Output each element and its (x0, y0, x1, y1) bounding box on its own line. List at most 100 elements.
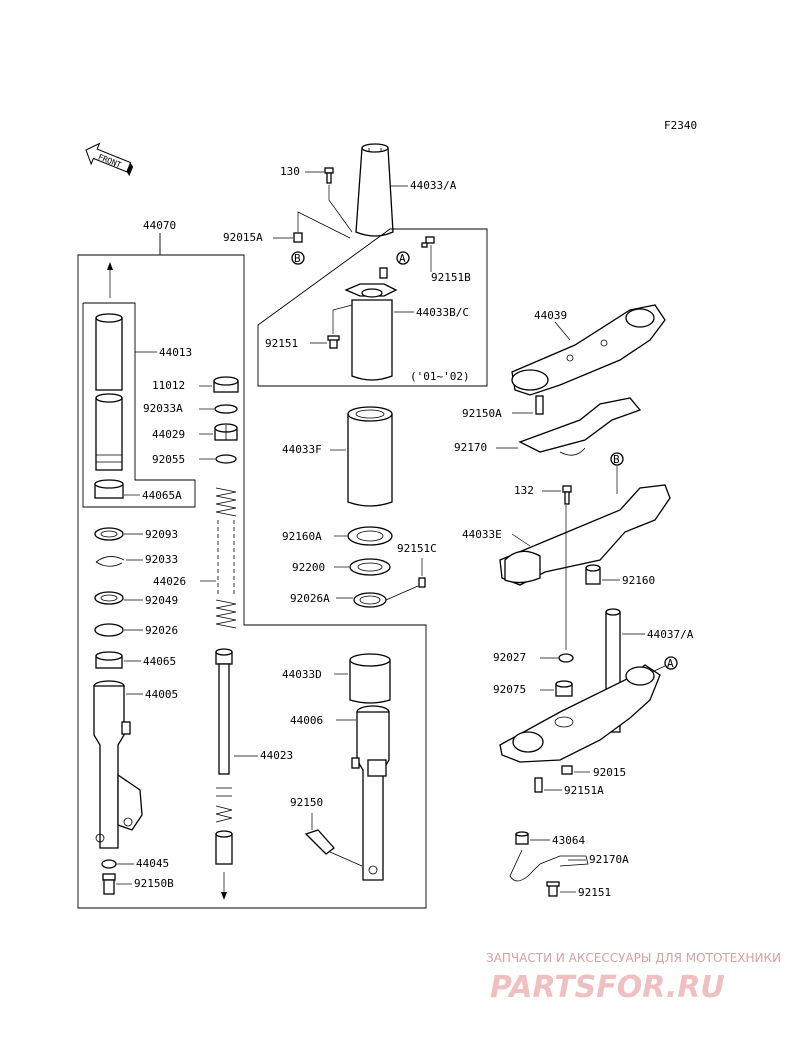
part-92015A (293, 232, 303, 243)
part-44033A (355, 143, 394, 237)
callout-b-circle (291, 251, 305, 265)
label-44033E: 44033E (462, 528, 502, 541)
label-44033A: 44033/A (410, 179, 457, 192)
year-note: ('01~'02) (410, 370, 470, 383)
part-43064 (515, 831, 529, 845)
label-44013: 44013 (159, 346, 192, 359)
label-92150: 92150 (290, 796, 323, 809)
label-44065: 44065 (143, 655, 176, 668)
part-92033A (214, 404, 238, 414)
part-92151C (418, 577, 426, 588)
part-44029 (214, 423, 238, 441)
label-92026: 92026 (145, 624, 178, 637)
part-44033F (347, 406, 393, 507)
label-92033: 92033 (145, 553, 178, 566)
part-92093 (94, 527, 124, 541)
watermark-brand: PARTSFOR.RU (490, 970, 725, 1005)
inner-box-44013 (82, 302, 196, 508)
label-92150A: 92150A (462, 407, 502, 420)
part-44023 (215, 648, 233, 865)
part-44006 (351, 705, 390, 881)
callout-b-right-circle (610, 452, 624, 466)
label-92075: 92075 (493, 683, 526, 696)
part-44033E (499, 484, 671, 586)
label-92015A: 92015A (223, 231, 263, 244)
label-43064: 43064 (552, 834, 585, 847)
callout-b-right-label: B (613, 453, 620, 466)
part-132 (562, 485, 572, 505)
label-92015: 92015 (593, 766, 626, 779)
label-92160A: 92160A (282, 530, 322, 543)
part-92150B (102, 873, 116, 895)
part-92151-bot (546, 881, 560, 897)
part-92026 (94, 623, 124, 637)
label-44039: 44039 (534, 309, 567, 322)
part-92075 (555, 680, 573, 697)
label-44033D: 44033D (282, 668, 322, 681)
part-44037A (499, 608, 661, 763)
part-92151A (534, 777, 543, 793)
label-92049: 92049 (145, 594, 178, 607)
part-92170 (518, 397, 642, 456)
label-44033F: 44033F (282, 443, 322, 456)
label-92170A: 92170A (589, 853, 629, 866)
label-44026: 44026 (153, 575, 186, 588)
label-92151-bot: 92151 (578, 886, 611, 899)
label-92160: 92160 (622, 574, 655, 587)
label-92151A: 92151A (564, 784, 604, 797)
label-44045: 44045 (136, 857, 169, 870)
part-92160 (585, 564, 601, 585)
part-44033BC (344, 267, 398, 381)
label-92151B: 92151B (431, 271, 471, 284)
part-11012 (213, 376, 239, 393)
label-92200: 92200 (292, 561, 325, 574)
part-92026A (353, 592, 387, 608)
part-92170A (509, 849, 589, 882)
label-44065A: 44065A (142, 489, 182, 502)
label-92033A: 92033A (143, 402, 183, 415)
fork-assembly-box (77, 233, 427, 909)
callout-a-right-label: A (667, 657, 674, 670)
front-arrow-icon: FRONT (85, 142, 134, 177)
part-92033 (95, 556, 125, 567)
part-44013 (95, 313, 123, 471)
watermark-tagline: ЗАПЧАСТИ И АКСЕССУАРЫ ДЛЯ МОТОТЕХНИКИ (486, 951, 781, 965)
part-44045 (101, 859, 117, 869)
label-44037A: 44037/A (647, 628, 694, 641)
part-92151-top (327, 335, 340, 349)
part-92055 (215, 454, 237, 464)
label-92150B: 92150B (134, 877, 174, 890)
label-92093: 92093 (145, 528, 178, 541)
part-92150A (535, 395, 544, 415)
part-92049 (94, 591, 124, 605)
part-92151B (421, 236, 435, 248)
label-92026A: 92026A (290, 592, 330, 605)
diagram-code: F2340 (664, 119, 697, 132)
label-132: 132 (514, 484, 534, 497)
part-130 (324, 167, 334, 184)
callout-b-label: B (294, 252, 301, 265)
part-44065 (95, 651, 123, 669)
label-92055: 92055 (152, 453, 185, 466)
part-44005 (93, 680, 143, 849)
part-92150 (304, 829, 335, 855)
label-44006: 44006 (290, 714, 323, 727)
year-variant-box (257, 228, 488, 387)
callout-a-top-circle (396, 251, 410, 265)
label-44033BC: 44033B/C (416, 306, 469, 319)
label-44070: 44070 (143, 219, 176, 232)
label-11012: 11012 (152, 379, 185, 392)
part-92027 (558, 653, 574, 663)
part-92160A (347, 526, 393, 546)
label-92151-top: 92151 (265, 337, 298, 350)
callout-a-top-label: A (399, 252, 406, 265)
part-44033D (349, 653, 391, 704)
callout-a-right-circle (664, 656, 678, 670)
label-130: 130 (280, 165, 300, 178)
part-92015 (561, 765, 573, 775)
label-44023: 44023 (260, 749, 293, 762)
label-92151C: 92151C (397, 542, 437, 555)
part-44039 (511, 304, 666, 396)
